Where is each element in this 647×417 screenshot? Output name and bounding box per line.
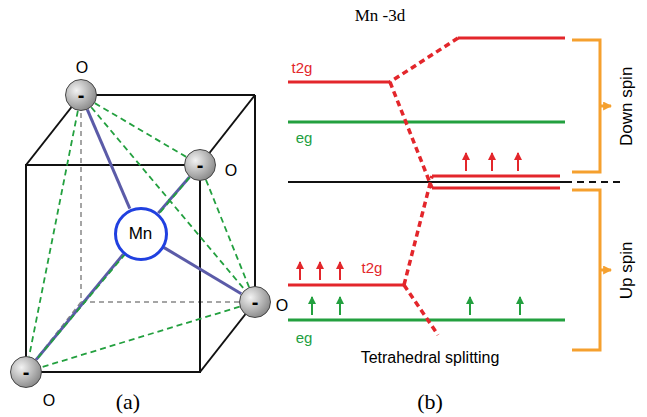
cube-edges	[26, 95, 255, 372]
spin-label: Down spin	[619, 66, 638, 145]
atom-label: O	[76, 60, 88, 76]
oxygen-ion: -O	[184, 149, 216, 181]
tetrahedron-edge	[41, 307, 239, 368]
spin-arrow	[319, 262, 321, 280]
level-label: Mn -3d	[355, 7, 406, 26]
bond-line	[87, 110, 130, 209]
spin-arrow	[299, 262, 301, 280]
bracket	[572, 40, 600, 172]
correlation-line	[404, 176, 432, 285]
bracket-arrow	[600, 269, 611, 272]
charge-sign: -	[252, 292, 259, 312]
orbital-label: t2g	[292, 60, 313, 77]
panel-label: (a)	[116, 390, 140, 414]
orbital-label: eg	[296, 330, 313, 347]
spin-brackets	[572, 40, 611, 350]
split-level	[432, 175, 560, 178]
splitting-label: Tetrahedral splitting	[361, 349, 500, 367]
bracket-arrow	[600, 105, 611, 108]
spin-arrows	[300, 153, 520, 315]
atom-label: O	[276, 298, 288, 314]
spin-arrow	[339, 262, 341, 280]
mn-3d-level	[458, 37, 565, 40]
spin-label: Up spin	[619, 241, 638, 299]
cube-front-face	[26, 165, 200, 372]
t2g-level	[288, 284, 404, 287]
atom-label: O	[43, 393, 55, 409]
manganese-ion: Mn	[114, 207, 168, 261]
spin-arrow	[469, 297, 471, 315]
cube-edge	[254, 95, 256, 302]
correlation-line	[390, 38, 458, 82]
atom-label: O	[225, 163, 237, 179]
charge-sign: -	[197, 155, 204, 175]
tetrahedron-edge	[95, 103, 186, 157]
spin-arrow	[311, 297, 313, 315]
correlation-lines	[390, 38, 458, 335]
tetrahedron-edge	[206, 180, 249, 287]
spin-arrow	[519, 297, 521, 315]
ion-symbol: Mn	[129, 225, 153, 242]
t2g-level	[288, 81, 390, 84]
oxygen-ion: -O	[10, 356, 42, 388]
cube-edge	[81, 94, 255, 96]
tetrahedron-edge	[36, 177, 189, 360]
oxygen-ion: -O	[65, 79, 97, 111]
oxygen-ion: -O	[239, 286, 271, 318]
fermi-level-dashed	[565, 181, 625, 183]
spin-arrow	[465, 153, 467, 171]
orbital-label: eg	[296, 130, 313, 147]
correlation-line	[390, 82, 432, 188]
charge-sign: -	[78, 85, 85, 105]
bracket	[572, 190, 600, 350]
energy-levels	[288, 38, 625, 320]
eg-level	[288, 121, 565, 124]
cube-edge	[80, 95, 82, 302]
tetrahedron-edge	[91, 107, 244, 290]
fermi-level	[288, 181, 565, 183]
orbital-label: t2g	[362, 260, 383, 277]
charge-sign: -	[23, 362, 30, 382]
spin-arrow	[339, 297, 341, 315]
cube-edge	[81, 301, 255, 303]
spin-arrow	[517, 153, 519, 171]
panel-label: (b)	[417, 390, 443, 414]
correlation-line	[404, 285, 438, 335]
spin-arrow	[491, 153, 493, 171]
split-level	[432, 187, 560, 190]
cube-hidden-edges	[26, 95, 255, 372]
